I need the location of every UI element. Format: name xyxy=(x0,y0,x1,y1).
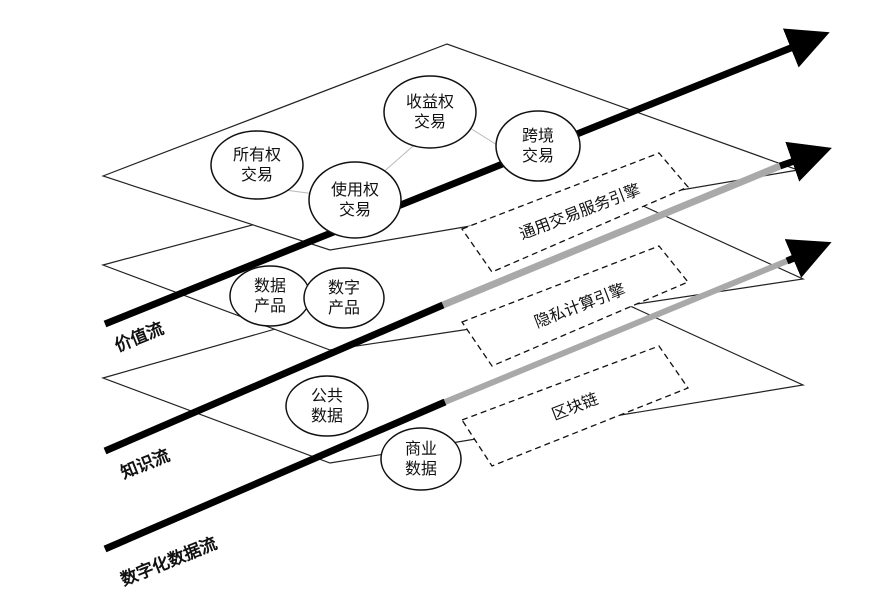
node-ownership-trade xyxy=(210,130,304,200)
node-business-data-label: 商业 数据 xyxy=(381,439,461,479)
data-flow-arrow-front xyxy=(103,398,447,553)
node-line: 所有权 xyxy=(232,145,281,164)
node-use-right-trade xyxy=(308,161,402,239)
node-line: 使用权 xyxy=(330,180,379,199)
value-flow-arrow xyxy=(103,28,830,328)
node-business-data xyxy=(380,427,462,491)
node-ownership-trade-label: 所有权 交易 xyxy=(217,145,297,185)
node-line: 数据 xyxy=(310,406,343,425)
node-digital-product-label: 数字 产品 xyxy=(304,278,384,318)
node-line: 交易 xyxy=(240,165,273,184)
node-line: 交易 xyxy=(413,112,446,131)
node-cross-border-trade xyxy=(495,110,581,182)
node-public-data-label: 公共 数据 xyxy=(287,386,367,426)
node-digital-product xyxy=(303,267,385,329)
knowledge-flow-arrow-tip xyxy=(778,141,832,182)
node-line: 产品 xyxy=(253,296,286,315)
node-public-data xyxy=(285,375,369,437)
middle-engine-box xyxy=(461,245,690,367)
node-line: 数据 xyxy=(404,459,437,478)
node-data-product-label: 数据 产品 xyxy=(230,276,310,316)
node-line: 收益权 xyxy=(405,92,454,111)
knowledge-flow-arrow-front xyxy=(103,301,445,455)
node-cross-border-trade-label: 跨境 交易 xyxy=(498,126,578,166)
data-flow-arrow-tip xyxy=(784,239,832,278)
node-income-right-trade-label: 收益权 交易 xyxy=(390,92,470,132)
node-use-right-trade-label: 使用权 交易 xyxy=(315,180,395,220)
node-line: 交易 xyxy=(338,200,371,219)
node-line: 跨境 xyxy=(521,126,554,145)
top-engine-box xyxy=(460,152,690,273)
node-income-right-trade xyxy=(383,75,477,149)
bottom-engine-box xyxy=(461,345,689,467)
knowledge-flow-hidden-segment xyxy=(441,162,782,309)
node-line: 产品 xyxy=(327,298,360,317)
node-line: 数据 xyxy=(253,276,286,295)
node-line: 公共 xyxy=(310,386,343,405)
data-flow-hidden-segment xyxy=(443,258,789,405)
top-layer-plane xyxy=(101,43,801,251)
node-line: 交易 xyxy=(521,146,554,165)
node-line: 商业 xyxy=(404,439,437,458)
node-line: 数字 xyxy=(327,278,360,297)
